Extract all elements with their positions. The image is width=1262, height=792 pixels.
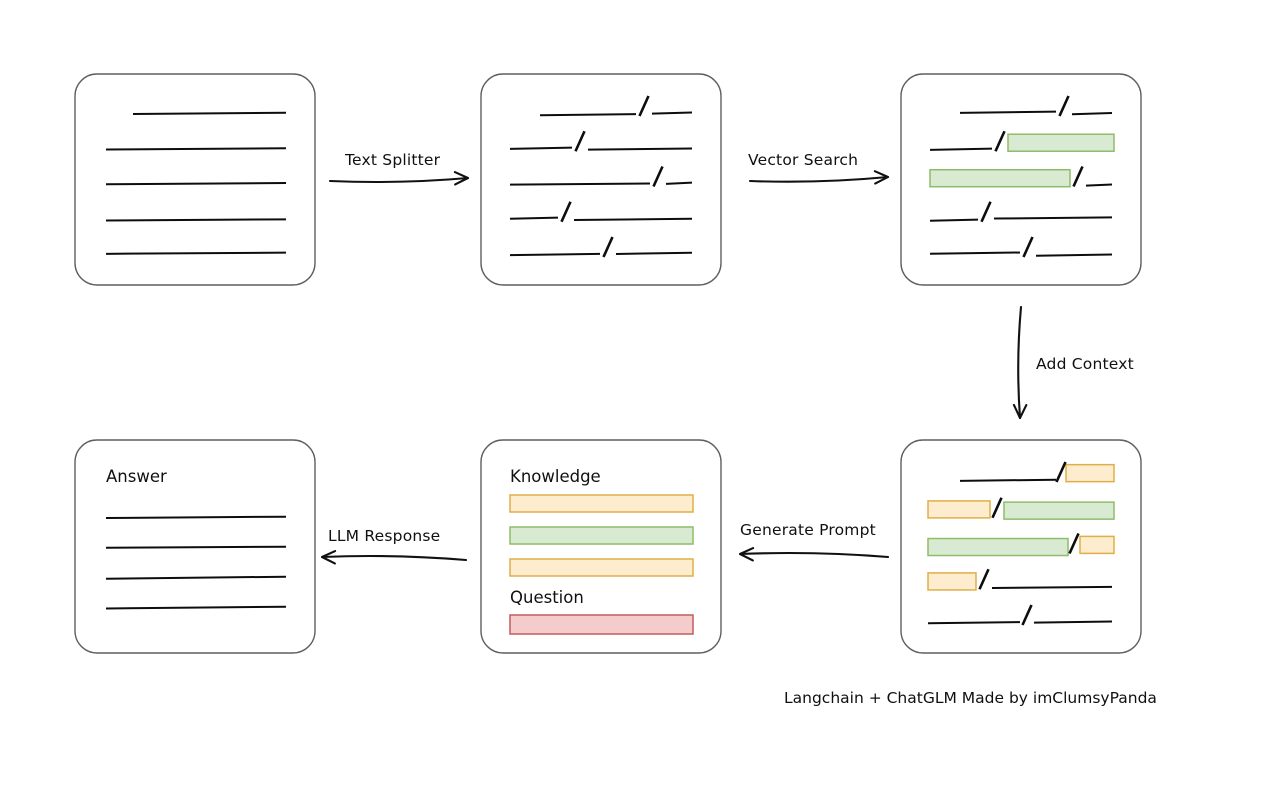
- chunk-separator-slash: [1055, 461, 1067, 483]
- split-document-card-outline: [480, 73, 722, 286]
- answer-text-line: [105, 515, 287, 519]
- text-line: [587, 147, 693, 151]
- text-line: [105, 147, 287, 151]
- knowledge-bar-yellow: [509, 494, 694, 513]
- chunk-highlight-green: [1003, 501, 1115, 520]
- edge-shaft: [328, 176, 470, 184]
- text-line: [615, 251, 693, 255]
- chunk-separator-slash: [560, 201, 572, 223]
- text-line: [539, 113, 637, 117]
- chunk-separator-slash: [1022, 236, 1034, 258]
- split-document-card: [480, 73, 722, 286]
- text-line: [509, 252, 601, 257]
- chunk-separator-slash: [638, 95, 650, 117]
- answer-card: Answer: [74, 439, 316, 654]
- text-line: [651, 111, 693, 115]
- edge-label: Text Splitter: [344, 151, 441, 169]
- chunk-separator-slash: [1021, 604, 1033, 626]
- text-line: [1085, 183, 1113, 187]
- source-document-card: [74, 73, 316, 286]
- edge-generate-prompt: Generate Prompt: [738, 521, 890, 562]
- text-line: [105, 182, 287, 186]
- text-line: [1033, 620, 1113, 624]
- answer-text-line: [105, 605, 287, 610]
- chunk-highlight-yellow: [1079, 535, 1115, 555]
- chunk-separator-slash: [1068, 532, 1080, 555]
- edge-arrowhead: [453, 171, 470, 186]
- text-line: [1035, 253, 1113, 257]
- chunk-separator-slash: [1058, 95, 1070, 117]
- edge-shaft: [748, 175, 890, 183]
- context-added-card: [900, 439, 1142, 654]
- chunk-separator-slash: [652, 165, 664, 188]
- edge-arrowhead: [320, 550, 337, 565]
- chunk-highlight-green: [927, 537, 1069, 557]
- text-line: [105, 218, 287, 222]
- edge-arrowhead: [738, 547, 755, 562]
- answer-text-line: [105, 575, 287, 580]
- knowledge-bar-green: [509, 526, 694, 545]
- answer-card-layer: Answer: [74, 439, 316, 654]
- edge-text-splitter: Text Splitter: [328, 151, 470, 186]
- document-cards-layer: [74, 73, 1142, 654]
- text-line: [509, 182, 651, 186]
- edge-vector-search: Vector Search: [748, 151, 890, 185]
- text-line: [1071, 112, 1113, 116]
- question-bar-red: [509, 614, 694, 635]
- edge-llm-response: LLM Response: [320, 527, 468, 565]
- chunk-highlight-green: [1007, 133, 1115, 152]
- question-label: Question: [510, 588, 584, 607]
- text-line: [929, 251, 1021, 255]
- chunk-separator-slash: [980, 201, 992, 223]
- text-line: [929, 218, 979, 222]
- text-line: [959, 478, 1057, 482]
- answer-label: Answer: [106, 467, 167, 486]
- text-line: [573, 217, 693, 221]
- text-line: [509, 216, 559, 220]
- edge-arrowhead: [1012, 403, 1028, 420]
- edge-arrowhead: [873, 170, 890, 185]
- chunk-highlight-green: [929, 168, 1071, 188]
- text-line: [929, 147, 993, 151]
- chunk-highlight-yellow: [927, 572, 977, 591]
- text-line: [991, 585, 1113, 590]
- chunk-separator-slash: [574, 130, 586, 152]
- source-document-card-outline: [74, 73, 316, 286]
- edge-shaft: [320, 554, 468, 562]
- knowledge-bar-yellow: [509, 558, 694, 577]
- answer-text-line: [105, 545, 287, 549]
- edge-shaft: [738, 551, 890, 559]
- chunk-separator-slash: [602, 236, 614, 258]
- prompt-card-outline: [480, 439, 722, 654]
- edge-shaft: [1017, 305, 1023, 420]
- edge-label: Generate Prompt: [740, 521, 876, 539]
- text-line: [993, 216, 1113, 220]
- text-line: [927, 621, 1021, 625]
- footer-credit: Langchain + ChatGLM Made by imClumsyPand…: [784, 689, 1157, 707]
- chunk-highlight-yellow: [927, 500, 991, 519]
- chunk-separator-slash: [991, 497, 1003, 519]
- chunk-highlight-yellow: [1065, 463, 1115, 483]
- chunk-separator-slash: [978, 568, 990, 590]
- edge-label: LLM Response: [328, 527, 440, 545]
- text-line: [665, 181, 693, 185]
- edge-label: Add Context: [1036, 355, 1134, 373]
- chunk-separator-slash: [994, 130, 1006, 152]
- edge-add-context: Add Context: [1012, 305, 1134, 420]
- text-line-indented: [132, 111, 287, 115]
- text-line: [105, 251, 287, 255]
- knowledge-label: Knowledge: [510, 467, 601, 486]
- footer-layer: Langchain + ChatGLM Made by imClumsyPand…: [784, 689, 1157, 707]
- text-line: [509, 146, 573, 150]
- edge-label: Vector Search: [748, 151, 858, 169]
- chunk-separator-slash: [1072, 165, 1084, 188]
- text-line: [959, 110, 1057, 114]
- vector-search-result-card: [900, 73, 1142, 286]
